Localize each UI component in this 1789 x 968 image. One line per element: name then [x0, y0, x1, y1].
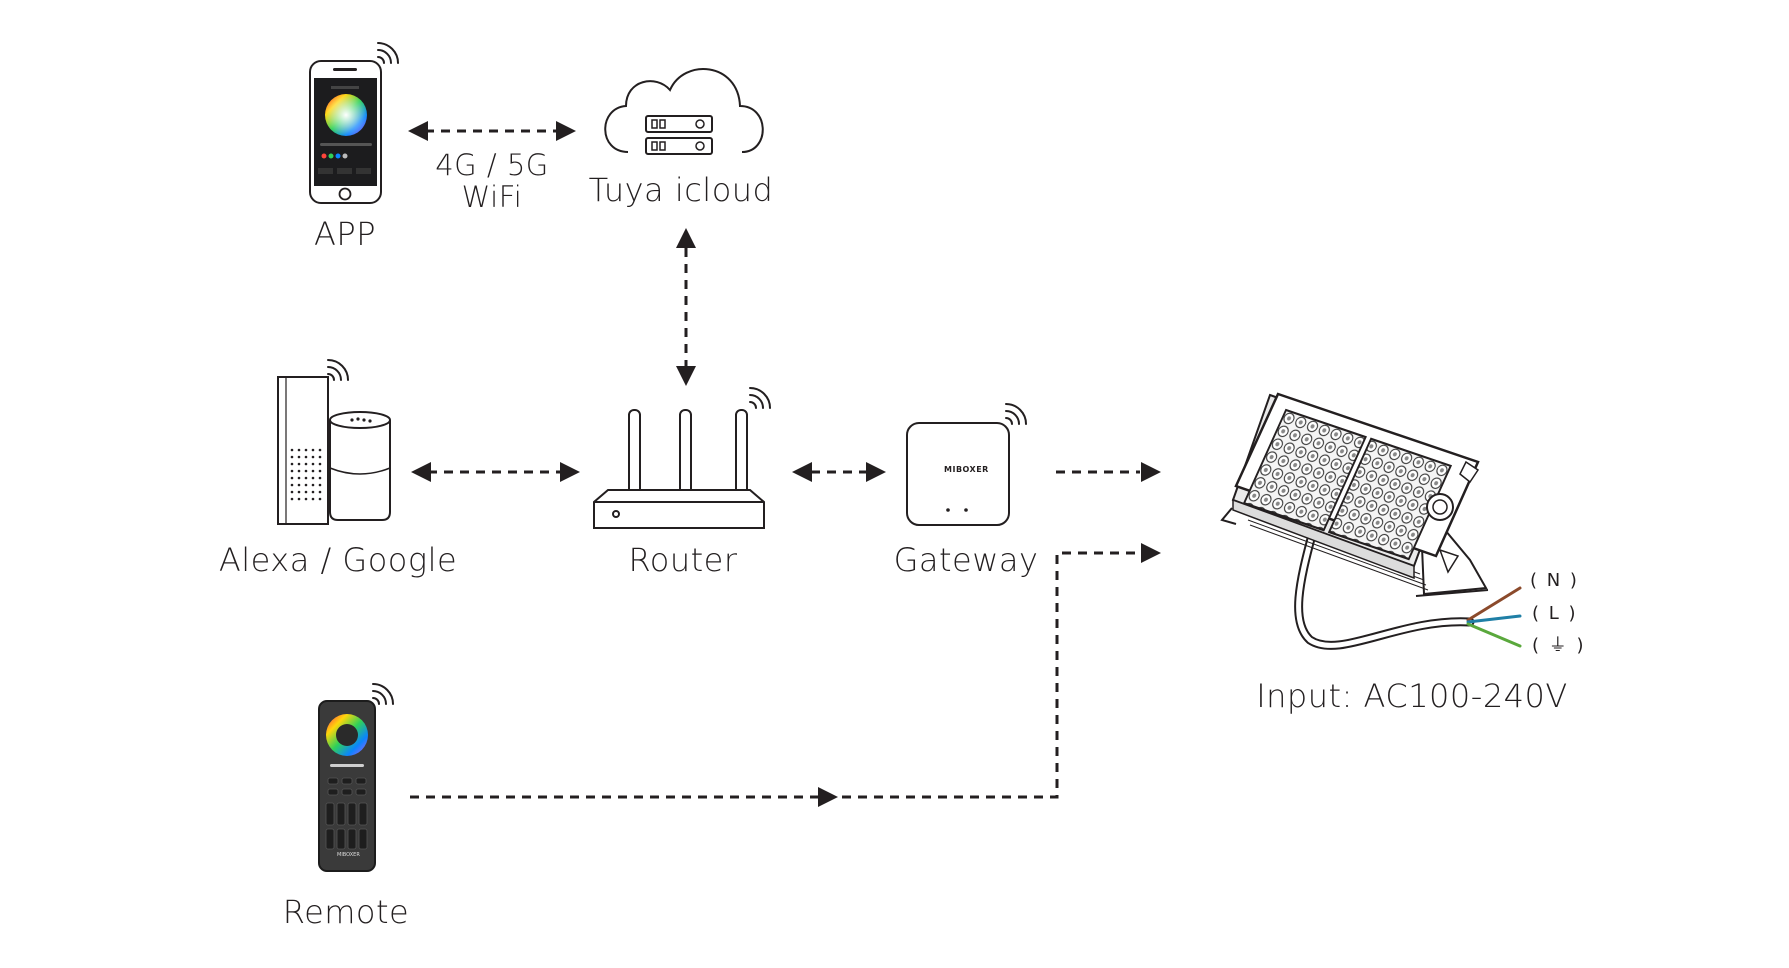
remote-brand-logo: MIBOXER: [337, 852, 360, 858]
arrowhead: [792, 462, 812, 482]
arrowhead: [408, 121, 428, 141]
wire-label-neutral: ( N ): [1530, 570, 1579, 591]
arrowhead: [1141, 543, 1161, 563]
arrowhead: [411, 462, 431, 482]
router-icon: [593, 409, 765, 529]
smartphone-icon: [309, 60, 382, 204]
wifi-signal-icon: [749, 387, 771, 409]
arrowhead: [560, 462, 580, 482]
gateway-brand-logo: MIBOXER: [944, 465, 989, 474]
wifi-signal-icon: [377, 42, 399, 64]
wire-label-ground: ( ⏚ ): [1532, 635, 1586, 656]
remote-label: Remote: [282, 893, 410, 931]
cloud-label: Tuya icloud: [588, 171, 774, 209]
arrowhead: [1141, 462, 1161, 482]
light-input-label: Input: AC100-240V: [1256, 677, 1568, 715]
cloud-server-icon: [604, 68, 764, 155]
link-remote-light: [410, 551, 1140, 799]
floodlight-icon: [1220, 392, 1522, 650]
gateway-label: Gateway: [893, 541, 1039, 579]
wire-label-live: ( L ): [1532, 603, 1578, 624]
link-app-cloud-label-line2: WiFi: [461, 180, 523, 214]
wifi-signal-icon: [1005, 403, 1027, 425]
arrowhead: [818, 787, 838, 807]
remote-control-icon: [318, 700, 376, 872]
gateway-icon: [906, 422, 1010, 526]
assistant-label: Alexa / Google: [218, 541, 458, 579]
arrowhead: [556, 121, 576, 141]
router-label: Router: [628, 541, 738, 579]
arrowhead: [866, 462, 886, 482]
smart-speaker-icon: [277, 376, 391, 525]
link-app-cloud-label-line1: 4G / 5G: [435, 148, 549, 182]
arrowhead: [676, 228, 696, 248]
app-label: APP: [314, 215, 376, 253]
wifi-signal-icon: [327, 359, 349, 381]
wifi-signal-icon: [372, 683, 394, 705]
arrowhead: [676, 366, 696, 386]
